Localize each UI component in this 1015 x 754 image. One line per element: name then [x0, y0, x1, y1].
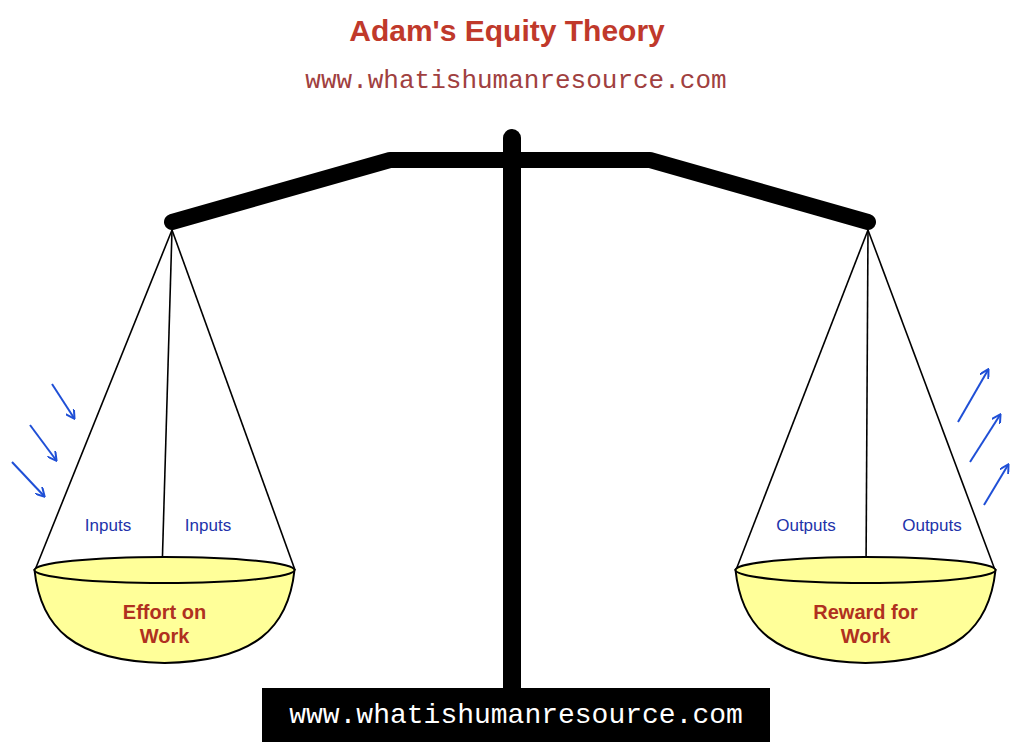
- input-pan: Effort on Work: [32, 555, 297, 667]
- input-arrows: [12, 384, 74, 496]
- input-label: Inputs: [85, 516, 131, 536]
- watermark-url: www.whatishumanresource.com: [305, 66, 726, 96]
- pan-strings: [35, 230, 995, 572]
- output-label: Outputs: [776, 516, 836, 536]
- input-label: Inputs: [185, 516, 231, 536]
- output-arrows: [958, 370, 1008, 505]
- scale-beam: [172, 160, 868, 222]
- pan-text: Effort on Work: [109, 600, 221, 648]
- pan-text: Reward for Work: [802, 600, 930, 648]
- url-band: www.whatishumanresource.com: [262, 688, 770, 742]
- diagram-title: Adam's Equity Theory: [349, 14, 665, 48]
- output-pan: Reward for Work: [733, 555, 998, 667]
- band-text: www.whatishumanresource.com: [289, 700, 743, 731]
- output-label: Outputs: [902, 516, 962, 536]
- scale-post: [503, 138, 521, 705]
